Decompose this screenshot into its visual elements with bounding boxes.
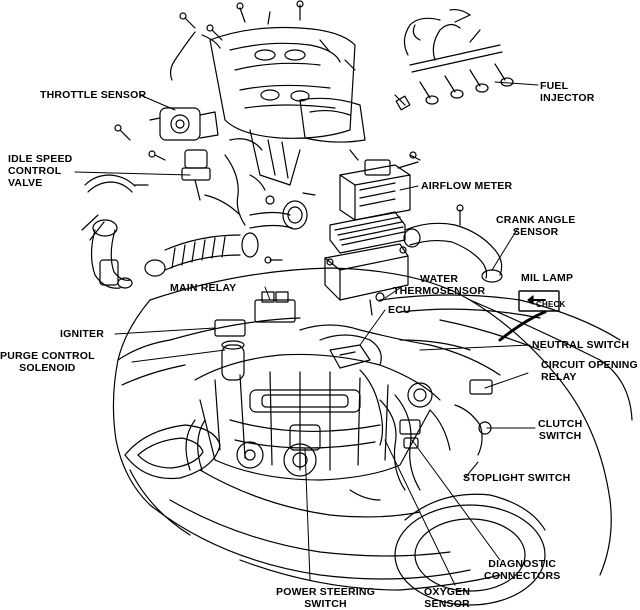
label-crank-angle-line2: SENSOR — [512, 226, 559, 238]
label-idle-speed-line3: VALVE — [8, 177, 43, 189]
label-igniter: IGNITER — [60, 328, 104, 340]
label-power-steering-line2: SWITCH — [304, 598, 347, 610]
label-idle-speed-line1: IDLE SPEED — [8, 153, 73, 165]
label-crank-angle-sensor: CRANK ANGLE SENSOR — [496, 214, 575, 238]
engine-block — [185, 291, 501, 501]
label-main-relay: MAIN RELAY — [170, 282, 237, 294]
label-oxygen-sensor: OXYGEN SENSOR — [424, 586, 470, 610]
label-fuel-injector: FUEL INJECTOR — [540, 80, 595, 104]
label-water-thermosensor-line1: WATER — [420, 273, 459, 285]
label-crank-angle-line1: CRANK ANGLE — [496, 214, 576, 226]
car-body-outline — [112, 267, 633, 606]
label-circuit-opening-relay: CIRCUIT OPENING RELAY — [541, 359, 638, 383]
air-cleaner-assembly — [302, 159, 503, 316]
label-idle-speed-line2: CONTROL — [8, 165, 62, 177]
leader-lines — [74, 81, 547, 586]
throttle-body-group — [81, 107, 308, 289]
label-idle-speed-control-valve: IDLE SPEED CONTROL VALVE — [8, 153, 72, 189]
label-oxygen-sensor-line2: SENSOR — [424, 598, 470, 610]
label-mil-lamp: MIL LAMP — [521, 272, 574, 284]
label-oxygen-sensor-line1: OXYGEN — [424, 586, 471, 598]
label-stoplight-switch: STOPLIGHT SWITCH — [463, 472, 571, 484]
label-purge-control-line2: SOLENOID — [19, 362, 76, 374]
label-power-steering-switch: POWER STEERING SWITCH — [276, 586, 375, 610]
label-circuit-opening-line1: CIRCUIT OPENING — [541, 359, 638, 371]
label-airflow-meter: AIRFLOW METER — [421, 180, 513, 192]
label-water-thermosensor-line2: THERMOSENSOR — [393, 285, 486, 297]
label-circuit-opening-line2: RELAY — [541, 371, 577, 383]
label-diagnostic-connectors: DIAGNOSTIC CONNECTORS — [484, 558, 560, 582]
label-check: CHECK — [536, 300, 566, 309]
fuel-rail-injectors — [394, 8, 514, 111]
label-diagnostic-line1: DIAGNOSTIC — [488, 558, 557, 570]
label-neutral-switch: NEUTRAL SWITCH — [532, 339, 630, 351]
label-diagnostic-line2: CONNECTORS — [484, 570, 561, 582]
label-ecu: ECU — [388, 304, 411, 316]
label-fuel-injector-line1: FUEL — [540, 80, 569, 92]
label-purge-control-solenoid: PURGE CONTROL SOLENOID — [0, 350, 95, 374]
label-purge-control-line1: PURGE CONTROL — [0, 350, 95, 362]
label-water-thermosensor: WATER THERMOSENSOR — [393, 273, 485, 297]
label-throttle-sensor: THROTTLE SENSOR — [40, 89, 147, 101]
check-lamp-icon — [518, 290, 560, 312]
label-power-steering-line1: POWER STEERING — [276, 586, 376, 598]
label-fuel-injector-line2: INJECTOR — [540, 92, 595, 104]
label-clutch-switch-line2: SWITCH — [538, 430, 582, 442]
intake-manifold-exploded — [114, 0, 421, 186]
label-clutch-switch: CLUTCH SWITCH — [538, 418, 582, 442]
label-clutch-switch-line1: CLUTCH — [538, 418, 583, 430]
